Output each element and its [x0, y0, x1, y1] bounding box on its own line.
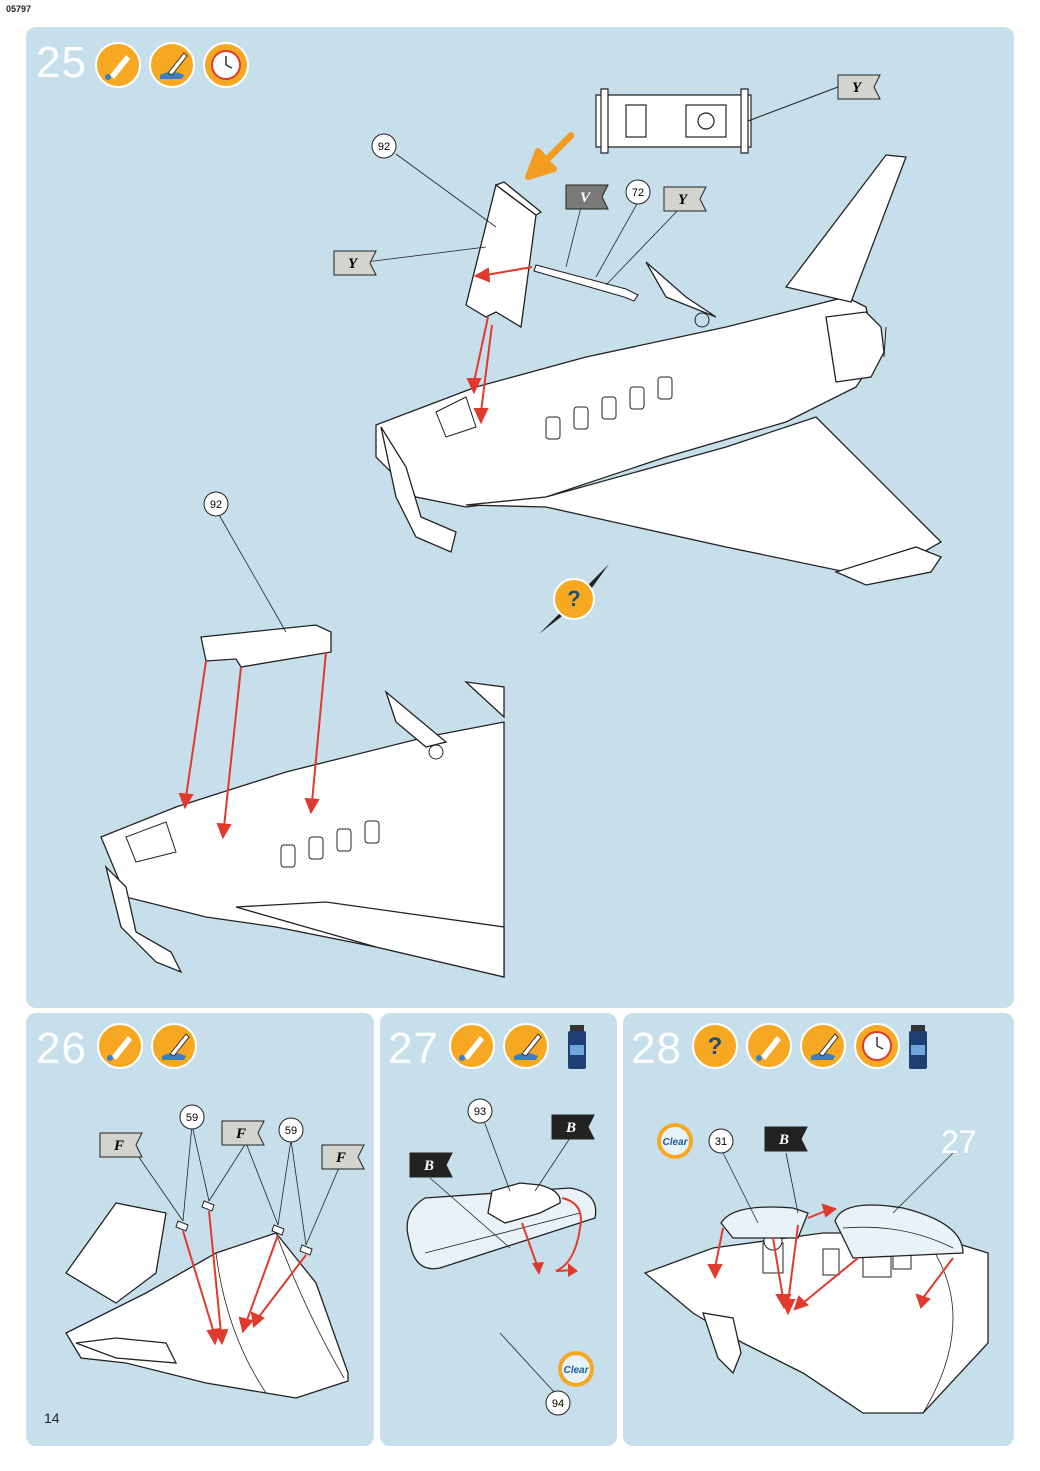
paint-icon	[149, 42, 195, 88]
cockpit-arrows	[707, 1203, 954, 1316]
question-icon: ?	[539, 564, 609, 634]
canopy-part-31	[720, 1206, 809, 1239]
color-flag-b2: B	[409, 1152, 453, 1178]
canopy-arrows	[521, 1197, 582, 1272]
color-flag-f2: F	[221, 1120, 265, 1146]
color-flag-f1: F	[99, 1132, 143, 1158]
paint-icon	[503, 1023, 549, 1069]
callout-94: 94	[545, 1390, 571, 1416]
svg-text:92: 92	[378, 141, 390, 153]
jet-nose	[65, 1202, 349, 1399]
canopy-detail-92	[200, 624, 332, 668]
step-26-illustration: 59 59 F F F	[65, 1023, 365, 1399]
step-number: 28	[631, 1024, 682, 1073]
detail-arrows	[178, 651, 327, 840]
cockpit-tub-part	[595, 88, 752, 154]
color-flag-y-right: Y	[663, 186, 707, 212]
callout-31: 31	[708, 1128, 734, 1154]
callout-59-b: 59	[278, 1117, 304, 1143]
svg-text:94: 94	[552, 1398, 564, 1410]
svg-text:31: 31	[715, 1136, 727, 1148]
glue-icon	[95, 42, 141, 88]
jet-fuselage-main	[375, 154, 943, 586]
document-id: 05797	[6, 4, 32, 14]
svg-text:Y: Y	[852, 80, 863, 96]
step-28-illustration: ?	[643, 1023, 989, 1414]
callout-59-a: 59	[179, 1104, 205, 1130]
callout-93: 93	[467, 1098, 493, 1124]
pointer-arrow	[525, 132, 574, 180]
svg-text:Clear: Clear	[563, 1365, 589, 1376]
svg-text:F: F	[335, 1150, 346, 1166]
svg-text:72: 72	[632, 187, 644, 199]
color-flag-f3: F	[321, 1144, 365, 1170]
step-number: 27	[388, 1024, 439, 1073]
svg-text:Y: Y	[678, 192, 689, 208]
color-flag-y-left: Y	[333, 250, 377, 276]
svg-text:B: B	[778, 1132, 789, 1148]
svg-text:?: ?	[708, 1033, 723, 1060]
color-flag-b: B	[764, 1126, 808, 1152]
paint-icon	[151, 1023, 197, 1069]
callout-72: 72	[595, 179, 651, 278]
callout-92: 92	[371, 133, 497, 228]
probe-part-72	[533, 264, 639, 302]
svg-text:Y: Y	[348, 256, 359, 272]
frame-part-93	[487, 1182, 561, 1224]
svg-text:Clear: Clear	[662, 1137, 688, 1148]
svg-text:V: V	[580, 190, 592, 206]
glue-icon	[746, 1023, 792, 1069]
clear-badge: Clear	[657, 1123, 693, 1159]
svg-text:F: F	[113, 1138, 124, 1154]
clear-bottle-icon	[568, 1025, 586, 1069]
step-number: 26	[36, 1024, 87, 1073]
svg-text:59: 59	[285, 1125, 297, 1137]
clock-icon	[854, 1023, 900, 1069]
color-flag-v: V	[565, 184, 609, 210]
svg-text:59: 59	[186, 1112, 198, 1124]
glue-icon	[449, 1023, 495, 1069]
step-28-panel: 28 ?	[623, 1013, 1014, 1446]
step-27-panel: 27 93 94 B B Clear	[380, 1013, 617, 1446]
step-25-panel: 25	[26, 27, 1014, 1008]
paint-icon	[800, 1023, 846, 1069]
svg-text:F: F	[235, 1126, 246, 1142]
page-number: 14	[44, 1410, 60, 1426]
canopy-subassembly-27	[834, 1204, 964, 1259]
svg-text:B: B	[423, 1158, 434, 1174]
svg-text:B: B	[565, 1120, 576, 1136]
step-26-panel: 26	[26, 1013, 374, 1446]
clear-badge: Clear	[558, 1351, 594, 1387]
svg-text:93: 93	[474, 1106, 486, 1118]
clear-bottle-icon	[909, 1025, 927, 1069]
step-number: 25	[36, 38, 87, 87]
glue-icon	[97, 1023, 143, 1069]
svg-text:92: 92	[210, 499, 222, 511]
step-27-illustration: 93 94 B B Clear	[406, 1023, 597, 1416]
step-25-illustration: 92 72 Y V Y Y ?	[95, 42, 943, 978]
subassembly-ref-27: 27	[941, 1124, 977, 1160]
color-flag-y-top: Y	[837, 74, 881, 100]
antenna-arrows	[182, 1210, 307, 1346]
callout-92-detail: 92	[203, 491, 287, 633]
canopy-part-92	[465, 181, 543, 329]
assembly-arrows	[466, 266, 533, 425]
color-flag-b1: B	[551, 1114, 595, 1140]
jet-cockpit-fuselage	[643, 1232, 989, 1414]
clock-icon	[203, 42, 249, 88]
question-icon: ?	[692, 1023, 738, 1069]
svg-text:?: ?	[567, 586, 580, 611]
jet-fuselage-detail	[100, 681, 505, 978]
